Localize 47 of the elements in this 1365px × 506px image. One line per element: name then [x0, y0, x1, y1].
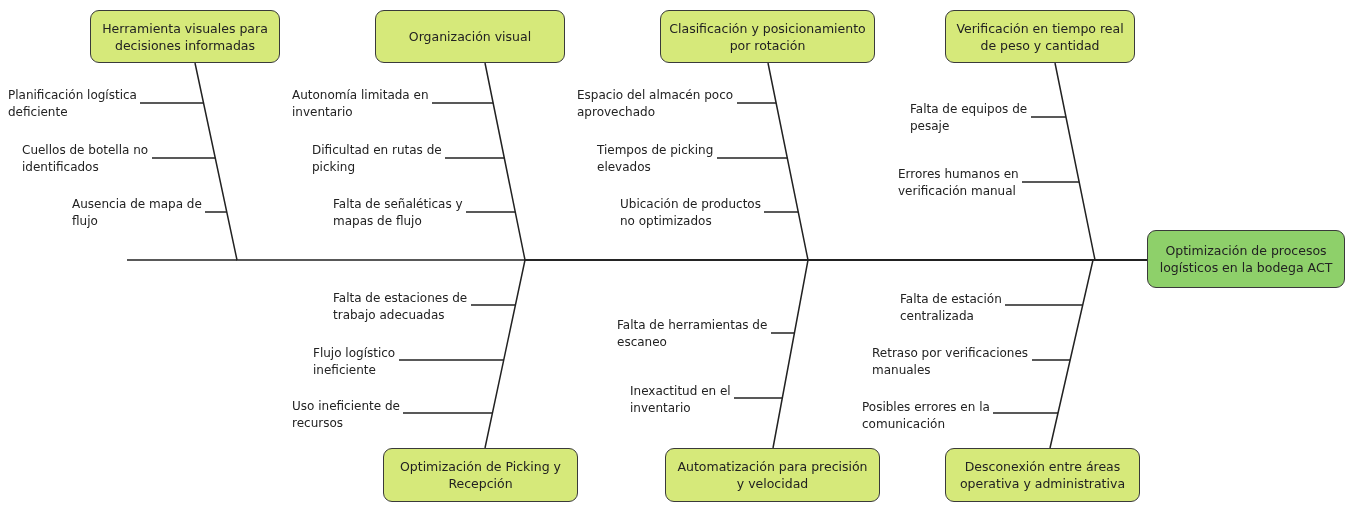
cause-text: Tiempos de picking elevados [597, 142, 714, 176]
branch-line [770, 332, 796, 334]
effect-box: Optimización de procesos logísticos en la bodega ACT [1147, 230, 1345, 288]
cause-text: Falta de estación centralizada [900, 291, 1002, 325]
branch-line [1021, 181, 1080, 183]
cause-text: Espacio del almacén poco aprovechado [577, 87, 734, 121]
branch-line [763, 211, 800, 213]
category-box: Optimización de Picking y Recepción [383, 448, 578, 502]
branch-line [733, 397, 784, 399]
cause-text: Falta de herramientas de escaneo [617, 317, 768, 351]
branch-line [1030, 116, 1067, 118]
cause-text: Cuellos de botella no identificados [22, 142, 149, 176]
cause-text: Falta de estaciones de trabajo adecuadas [333, 290, 468, 324]
branch-line [1031, 359, 1071, 361]
branch-line [470, 304, 517, 306]
branch-line [204, 211, 228, 213]
branch-line [1004, 304, 1084, 306]
branch-line [736, 102, 777, 104]
branch-line [465, 211, 517, 213]
branch-line [716, 157, 789, 159]
cause-text: Ausencia de mapa de flujo [72, 196, 202, 230]
branch-line [992, 412, 1059, 414]
branch-line [398, 359, 505, 361]
category-box: Herramienta visuales para decisiones informadas [90, 10, 280, 63]
cause-text: Retraso por verificaciones manuales [872, 345, 1029, 379]
branch-line [444, 157, 506, 159]
category-box: Verificación en tiempo real de peso y cantidad [945, 10, 1135, 63]
cause-text: Ubicación de productos no optimizados [620, 196, 761, 230]
cause-text: Uso ineficiente de recursos [292, 398, 400, 432]
category-box: Organización visual [375, 10, 565, 63]
cause-text: Falta de equipos de pesaje [910, 101, 1028, 135]
cause-text: Posibles errores en la comunicación [862, 399, 990, 433]
branch-line [431, 102, 494, 104]
cause-text: Flujo logístico ineficiente [313, 345, 396, 379]
bone-line [1049, 259, 1148, 449]
category-box: Automatización para precisión y velocidad [665, 448, 880, 502]
category-box: Clasificación y posicionamiento por rotación [660, 10, 875, 63]
cause-text: Errores humanos en verificación manual [898, 166, 1019, 200]
branch-line [402, 412, 494, 414]
cause-text: Planificación logística deficiente [8, 87, 137, 121]
branch-line [151, 157, 217, 159]
cause-text: Inexactitud en el inventario [630, 383, 731, 417]
cause-text: Autonomía limitada en inventario [292, 87, 429, 121]
cause-text: Dificultad en rutas de picking [312, 142, 442, 176]
branch-line [139, 102, 205, 104]
category-box: Desconexión entre áreas operativa y administrativa [945, 448, 1140, 502]
cause-text: Falta de señaléticas y mapas de flujo [333, 196, 463, 230]
